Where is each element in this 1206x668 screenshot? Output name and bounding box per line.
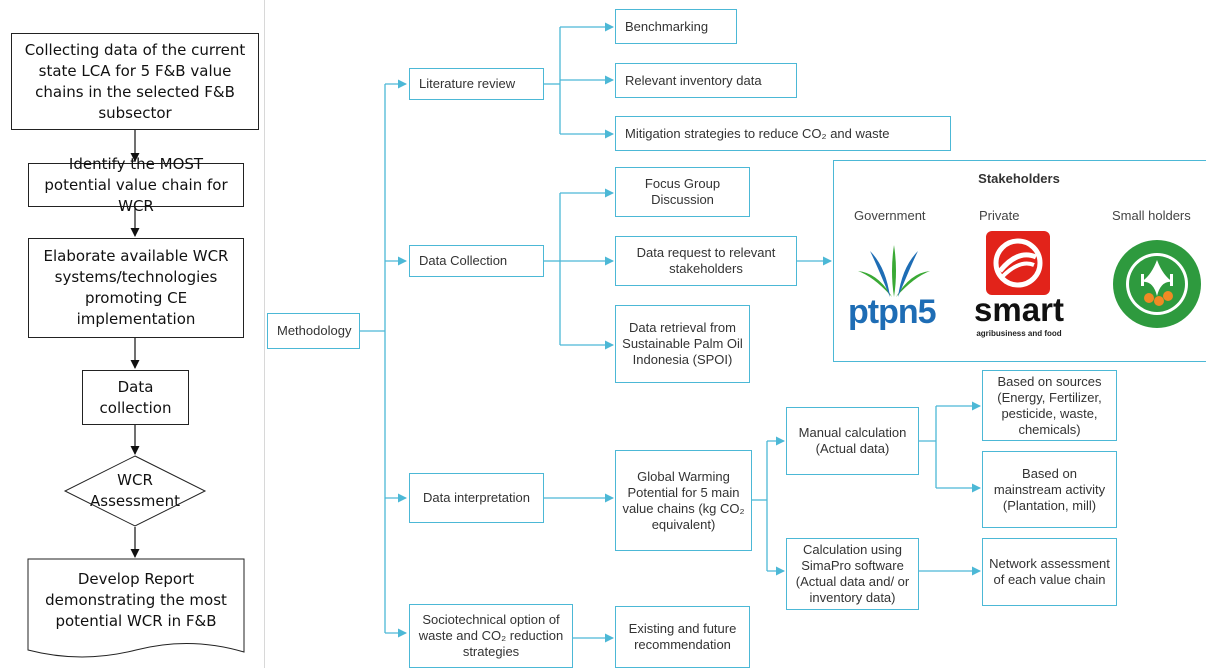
flow-step-data-collection: Data collection [82, 370, 189, 425]
node-data-interpretation: Data interpretation [409, 473, 544, 523]
node-simapro-text: Calculation using SimaPro software (Actu… [795, 542, 910, 605]
panel-divider [264, 0, 265, 668]
node-based-on-mainstream: Based on mainstream activity (Plantation… [982, 451, 1117, 528]
node-data-retrieval-spoi: Data retrieval from Sustainable Palm Oil… [615, 305, 750, 383]
gapki-seal-icon [1113, 240, 1201, 328]
smart-logo: smart agribusiness and food [964, 231, 1074, 341]
flow-step-data-collection-text: Data collection [99, 377, 172, 417]
node-based-on-sources: Based on sources (Energy, Fertilizer, pe… [982, 370, 1117, 441]
flow-step-elaborate-wcr: Elaborate available WCR systems/technolo… [28, 238, 244, 338]
gapki-seal-logo [1111, 238, 1203, 330]
stakeholder-private-label: Private [979, 208, 1020, 223]
stakeholders-title: Stakeholders [978, 171, 1060, 186]
flow-step-identify-text: Identify the MOST potential value chain … [44, 154, 228, 215]
node-existing-future-recommendation: Existing and future recommendation [615, 606, 750, 668]
stakeholder-government-label: Government [854, 208, 926, 223]
node-data-request: Data request to relevant stakeholders [615, 236, 797, 286]
assessment-diamond [63, 455, 207, 527]
flow-step-report-text: Develop Report demonstrating the most po… [45, 569, 227, 630]
flow-step-assessment-text: WCR Assessment [90, 471, 180, 510]
node-inventory-data: Relevant inventory data [615, 63, 797, 98]
ptpn5-logo-text: ptpn5 [848, 293, 937, 331]
node-sociotechnical-option: Sociotechnical option of waste and CO₂ r… [409, 604, 573, 668]
node-manual-calculation: Manual calculation (Actual data) [786, 407, 919, 475]
node-simapro-calculation: Calculation using SimaPro software (Actu… [786, 538, 919, 610]
stakeholders-panel: Stakeholders Government Private Small ho… [833, 160, 1206, 362]
flow-step-collect-lca: Collecting data of the current state LCA… [11, 33, 259, 130]
node-gwp-text: Global Warming Potential for 5 main valu… [622, 468, 745, 532]
node-data-retrieval-text: Data retrieval from Sustainable Palm Oil… [622, 320, 743, 367]
node-data-collection: Data Collection [409, 245, 544, 277]
node-benchmarking: Benchmarking [615, 9, 737, 44]
flow-step-develop-report: Develop Report demonstrating the most po… [30, 562, 242, 638]
node-data-request-text: Data request to relevant stakeholders [636, 245, 776, 276]
node-methodology-text: Methodology [277, 323, 352, 338]
node-sociotechnical-text: Sociotechnical option of waste and CO₂ r… [418, 612, 564, 659]
node-manual-calculation-text: Manual calculation (Actual data) [798, 425, 907, 456]
node-recommendation-text: Existing and future recommendation [628, 621, 737, 652]
smart-logo-text: smart [974, 291, 1064, 328]
node-mitigation-strategies: Mitigation strategies to reduce CO₂ and … [615, 116, 951, 151]
flow-step-wcr-assessment: WCR Assessment [90, 461, 180, 521]
node-benchmarking-text: Benchmarking [625, 18, 709, 34]
node-network-assessment-text: Network assessment of each value chain [989, 556, 1110, 587]
flow-step-identify-value-chain: Identify the MOST potential value chain … [28, 155, 244, 215]
node-methodology: Methodology [267, 313, 360, 349]
node-based-on-mainstream-text: Based on mainstream activity (Plantation… [993, 465, 1106, 513]
node-focus-group: Focus Group Discussion [615, 167, 750, 217]
node-inventory-data-text: Relevant inventory data [625, 72, 762, 88]
smart-logo-tagline: agribusiness and food [976, 329, 1062, 338]
report-document-shape [27, 558, 245, 658]
node-data-collection-text: Data Collection [419, 253, 508, 268]
flow-step-collect-lca-text: Collecting data of the current state LCA… [24, 40, 246, 122]
smart-emblem-icon [986, 231, 1050, 295]
node-network-assessment: Network assessment of each value chain [982, 538, 1117, 606]
stakeholder-smallholders-label: Small holders [1112, 208, 1191, 223]
node-focus-group-text: Focus Group Discussion [644, 176, 721, 207]
node-literature-review-text: Literature review [419, 76, 516, 91]
node-data-interpretation-text: Data interpretation [423, 490, 530, 505]
ptpn5-leaf-icon [858, 245, 930, 297]
node-based-on-sources-text: Based on sources (Energy, Fertilizer, pe… [997, 373, 1102, 437]
node-literature-review: Literature review [409, 68, 544, 100]
flow-step-elaborate-text: Elaborate available WCR systems/technolo… [43, 247, 229, 328]
node-mitigation-text: Mitigation strategies to reduce CO₂ and … [625, 125, 890, 141]
ptpn5-logo: ptpn5 [844, 241, 944, 331]
node-global-warming-potential: Global Warming Potential for 5 main valu… [615, 450, 752, 551]
